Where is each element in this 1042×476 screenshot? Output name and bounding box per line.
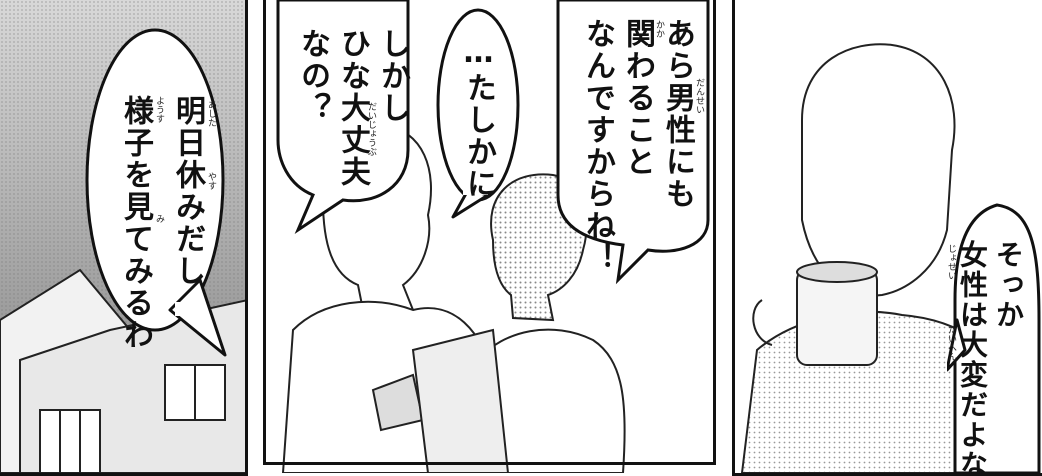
speech-text-middle-3-line-1: あら男性にも [660,18,695,210]
ruby-middle-2: だんせい [694,78,704,114]
panel-left: 明日休みだし 様子を見てみるわ あした やす ようす み [0,0,248,473]
speech-text-left-line-2: 様子を見てみるわ [118,95,153,351]
ruby-middle-3: かか [654,20,664,38]
ruby-right-2: たいへん [946,325,956,361]
speech-text-middle-1-line-1: しかし [375,28,410,124]
speech-bubble-left [85,28,227,357]
speech-text-middle-2: …たしかに [461,35,496,200]
ruby-left-4: み [154,214,164,223]
speech-bubble-right [947,203,1041,473]
panel-right: そっか 女性は大変だよな じょせい たいへん [732,0,1042,473]
speech-bubble-middle-1 [276,0,410,235]
speech-text-middle-1-line-2: ひな大丈夫 [335,28,370,188]
speech-bubble-middle-3 [556,0,710,285]
ruby-middle-1: だいじょうぶ [366,102,376,156]
speech-text-right-line-2: 女性は大変だよな [956,240,989,473]
ruby-left-1: あした [206,100,216,127]
panel-middle: しかし ひな大丈夫 なの？ だいじょうぶ …たしかに あら男性にも 関わること … [263,0,716,473]
speech-text-middle-3-line-3: なんですからね！ [580,18,615,274]
speech-text-middle-3-line-2: 関わること [620,18,655,178]
ruby-left-2: やす [206,172,216,190]
speech-text-left-line-1: 明日休みだし [170,95,205,287]
ruby-right-1: じょせい [946,244,956,280]
speech-text-middle-1-line-3: なの？ [295,28,330,124]
speech-bubble-middle-2 [436,8,520,219]
speech-text-right-line-1: そっか [992,240,1025,330]
ruby-left-3: ようす [154,96,164,123]
house-illustration [0,268,248,473]
